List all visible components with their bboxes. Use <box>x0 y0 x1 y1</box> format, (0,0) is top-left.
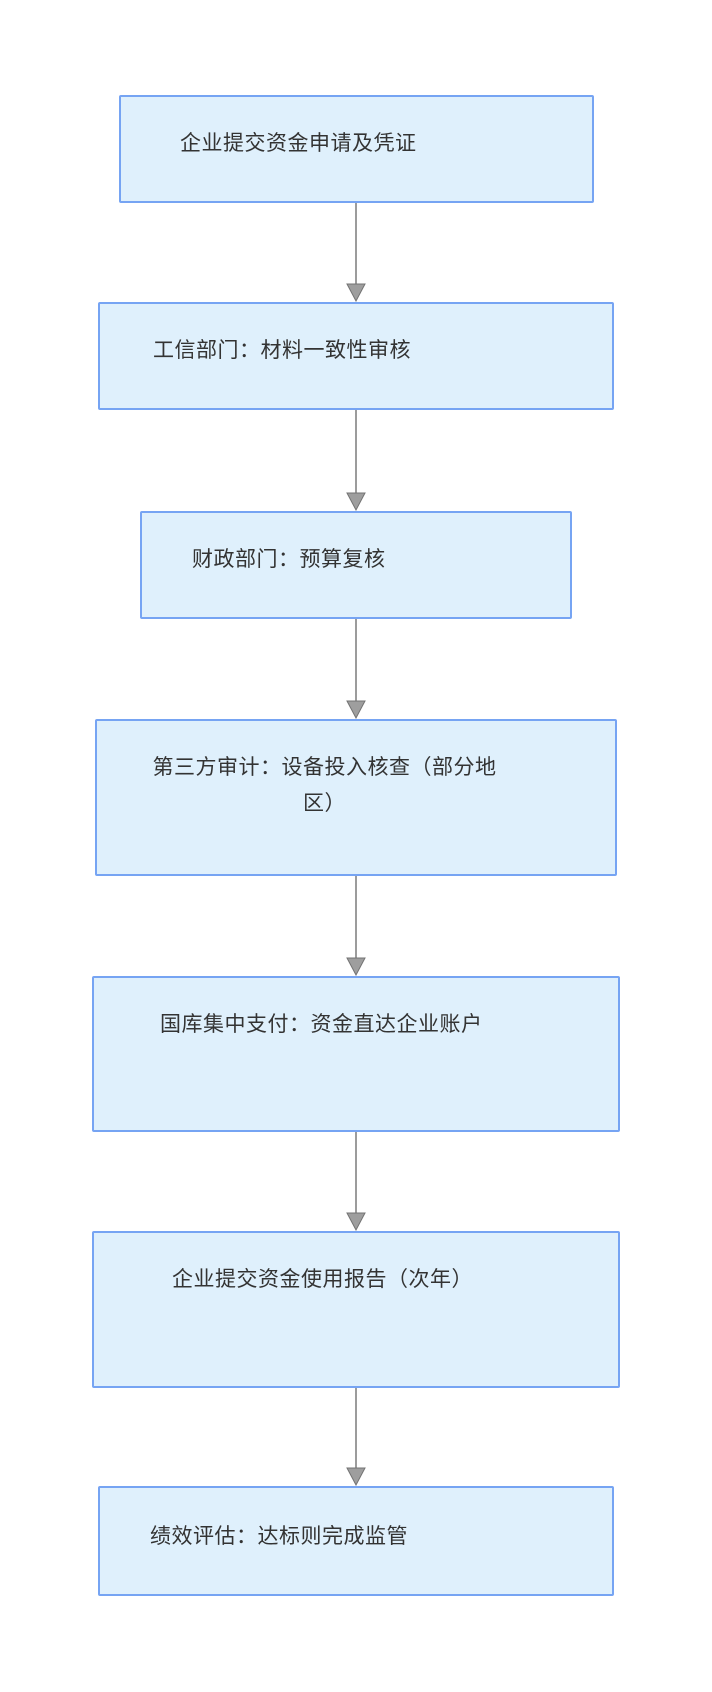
flow-node-label: 企业提交资金使用报告（次年） <box>172 1268 473 1291</box>
flow-node-usage-report: 企业提交资金使用报告（次年） <box>92 1231 620 1388</box>
flow-arrow-6-7 <box>346 1388 366 1486</box>
flow-arrow-3-4 <box>346 619 366 719</box>
flow-node-label: 国库集中支付：资金直达企业账户 <box>160 1013 483 1036</box>
flow-node-label: 第三方审计：设备投入核查（部分地 区） <box>152 756 497 815</box>
flow-arrow-4-5 <box>346 876 366 976</box>
flow-node-label: 工信部门：材料一致性审核 <box>153 339 411 362</box>
flow-node-label: 绩效评估：达标则完成监管 <box>150 1525 408 1548</box>
flow-arrow-1-2 <box>346 203 366 302</box>
flow-node-treasury-payment: 国库集中支付：资金直达企业账户 <box>92 976 620 1132</box>
flow-node-performance-evaluation: 绩效评估：达标则完成监管 <box>98 1486 614 1596</box>
flow-arrow-5-6 <box>346 1132 366 1231</box>
flow-node-miit-review: 工信部门：材料一致性审核 <box>98 302 614 410</box>
flow-node-third-party-audit: 第三方审计：设备投入核查（部分地 区） <box>95 719 617 876</box>
flow-node-label: 企业提交资金申请及凭证 <box>180 132 417 155</box>
flow-node-finance-review: 财政部门：预算复核 <box>140 511 572 619</box>
flow-node-submit-application: 企业提交资金申请及凭证 <box>119 95 594 203</box>
flow-arrow-2-3 <box>346 410 366 511</box>
flow-node-label: 财政部门：预算复核 <box>192 548 386 571</box>
